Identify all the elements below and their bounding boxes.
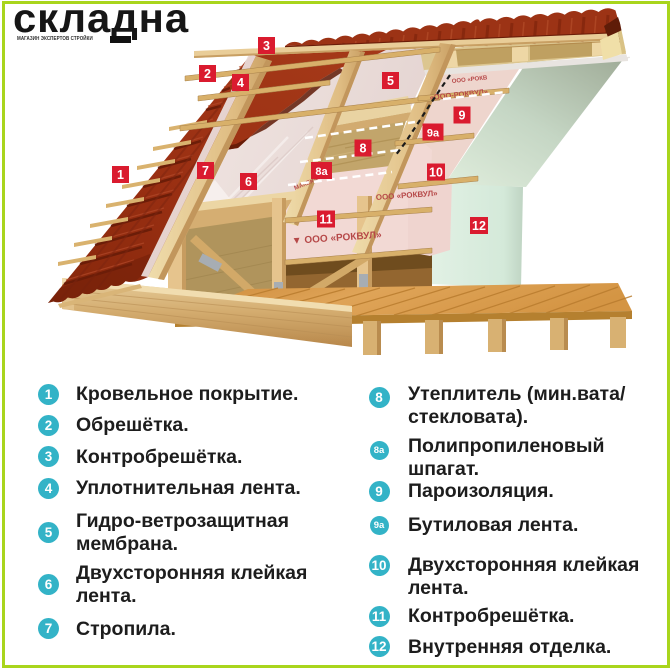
svg-text:12: 12 bbox=[472, 219, 486, 233]
svg-text:ООО «РОКВ: ООО «РОКВ bbox=[452, 75, 489, 85]
svg-text:ООО «РОКВУЛ»: ООО «РОКВУЛ» bbox=[376, 189, 439, 202]
svg-text:6: 6 bbox=[245, 175, 252, 189]
svg-text:9: 9 bbox=[459, 109, 466, 123]
svg-text:4: 4 bbox=[237, 76, 244, 90]
svg-text:8a: 8a bbox=[315, 166, 328, 178]
svg-text:3: 3 bbox=[263, 39, 270, 53]
svg-text:10: 10 bbox=[429, 166, 443, 180]
svg-text:9a: 9a bbox=[427, 128, 440, 140]
svg-text:8: 8 bbox=[360, 142, 367, 156]
svg-text:5: 5 bbox=[387, 74, 394, 88]
svg-text:2: 2 bbox=[204, 67, 211, 81]
svg-text:7: 7 bbox=[202, 164, 209, 178]
svg-text:1: 1 bbox=[117, 168, 124, 182]
svg-text:11: 11 bbox=[319, 213, 332, 227]
